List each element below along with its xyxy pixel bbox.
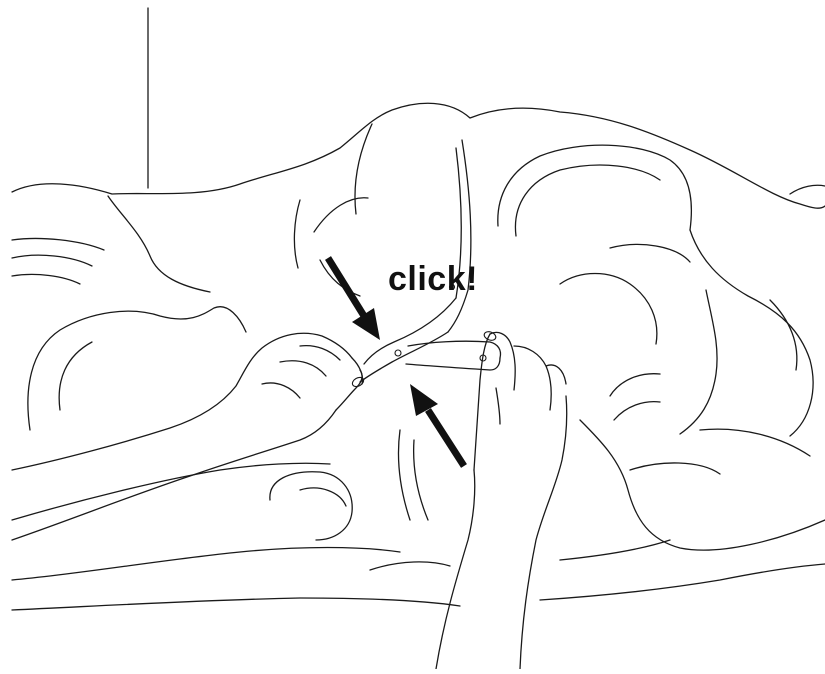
arrow-up-left (410, 384, 464, 466)
pillow-line-art (12, 8, 825, 610)
click-callout-text: click! (388, 262, 478, 296)
left-hand (12, 333, 365, 540)
right-hand (436, 330, 567, 669)
arrow-down-right (328, 258, 380, 340)
